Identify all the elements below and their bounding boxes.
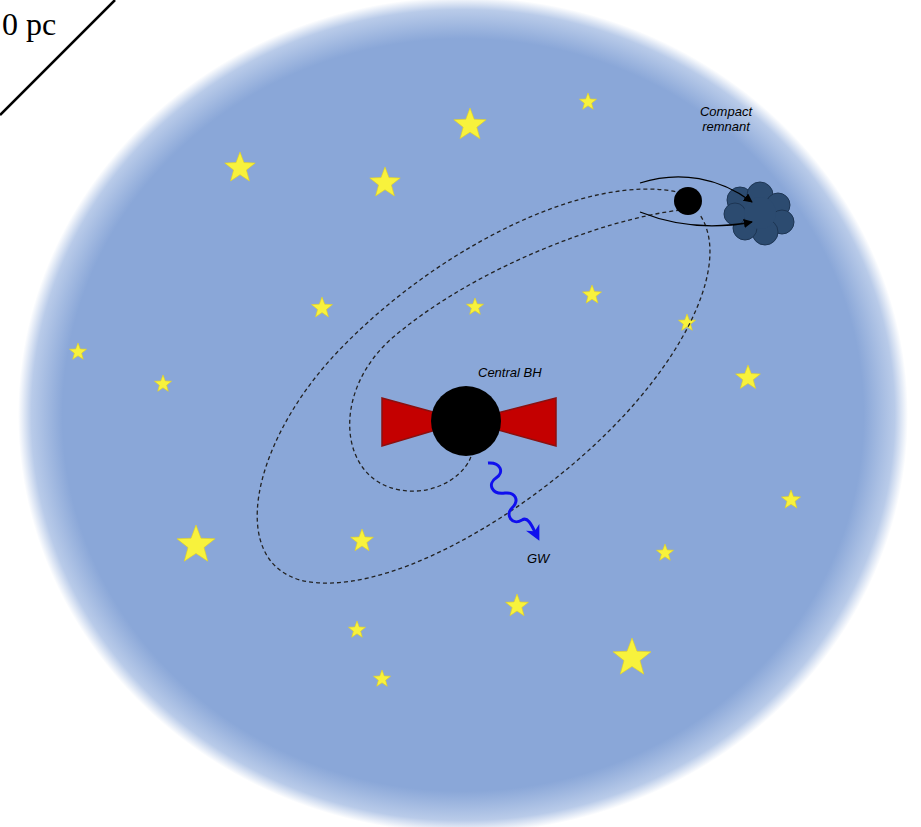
star (348, 621, 365, 637)
stellar-cluster (18, 0, 908, 827)
inner-orbit (350, 210, 680, 491)
star (177, 525, 215, 561)
scale-label: 0 pc (2, 6, 82, 43)
star (373, 670, 390, 686)
star (613, 638, 651, 674)
gravitational-wave (488, 463, 536, 534)
star (582, 285, 601, 303)
star (678, 314, 695, 330)
flow-arrow (640, 212, 752, 226)
star (351, 529, 374, 551)
star (506, 594, 529, 616)
gw-label: GW (527, 552, 567, 567)
star (579, 93, 596, 109)
black-hole-label: Central BH (478, 366, 568, 381)
star (370, 167, 400, 196)
star (656, 544, 673, 560)
star (781, 490, 800, 508)
star (312, 297, 333, 317)
star (466, 298, 483, 314)
central-black-hole (431, 386, 501, 456)
star (154, 375, 171, 391)
star (225, 152, 255, 181)
star (454, 108, 486, 139)
scale-line (0, 0, 115, 115)
star (736, 365, 761, 389)
compact-remnant (674, 187, 702, 215)
outer-orbit (257, 189, 710, 583)
flow-arrow (640, 177, 752, 202)
star (69, 343, 86, 359)
remnant-label: Compact remnant (690, 105, 762, 135)
star-field (69, 93, 800, 686)
